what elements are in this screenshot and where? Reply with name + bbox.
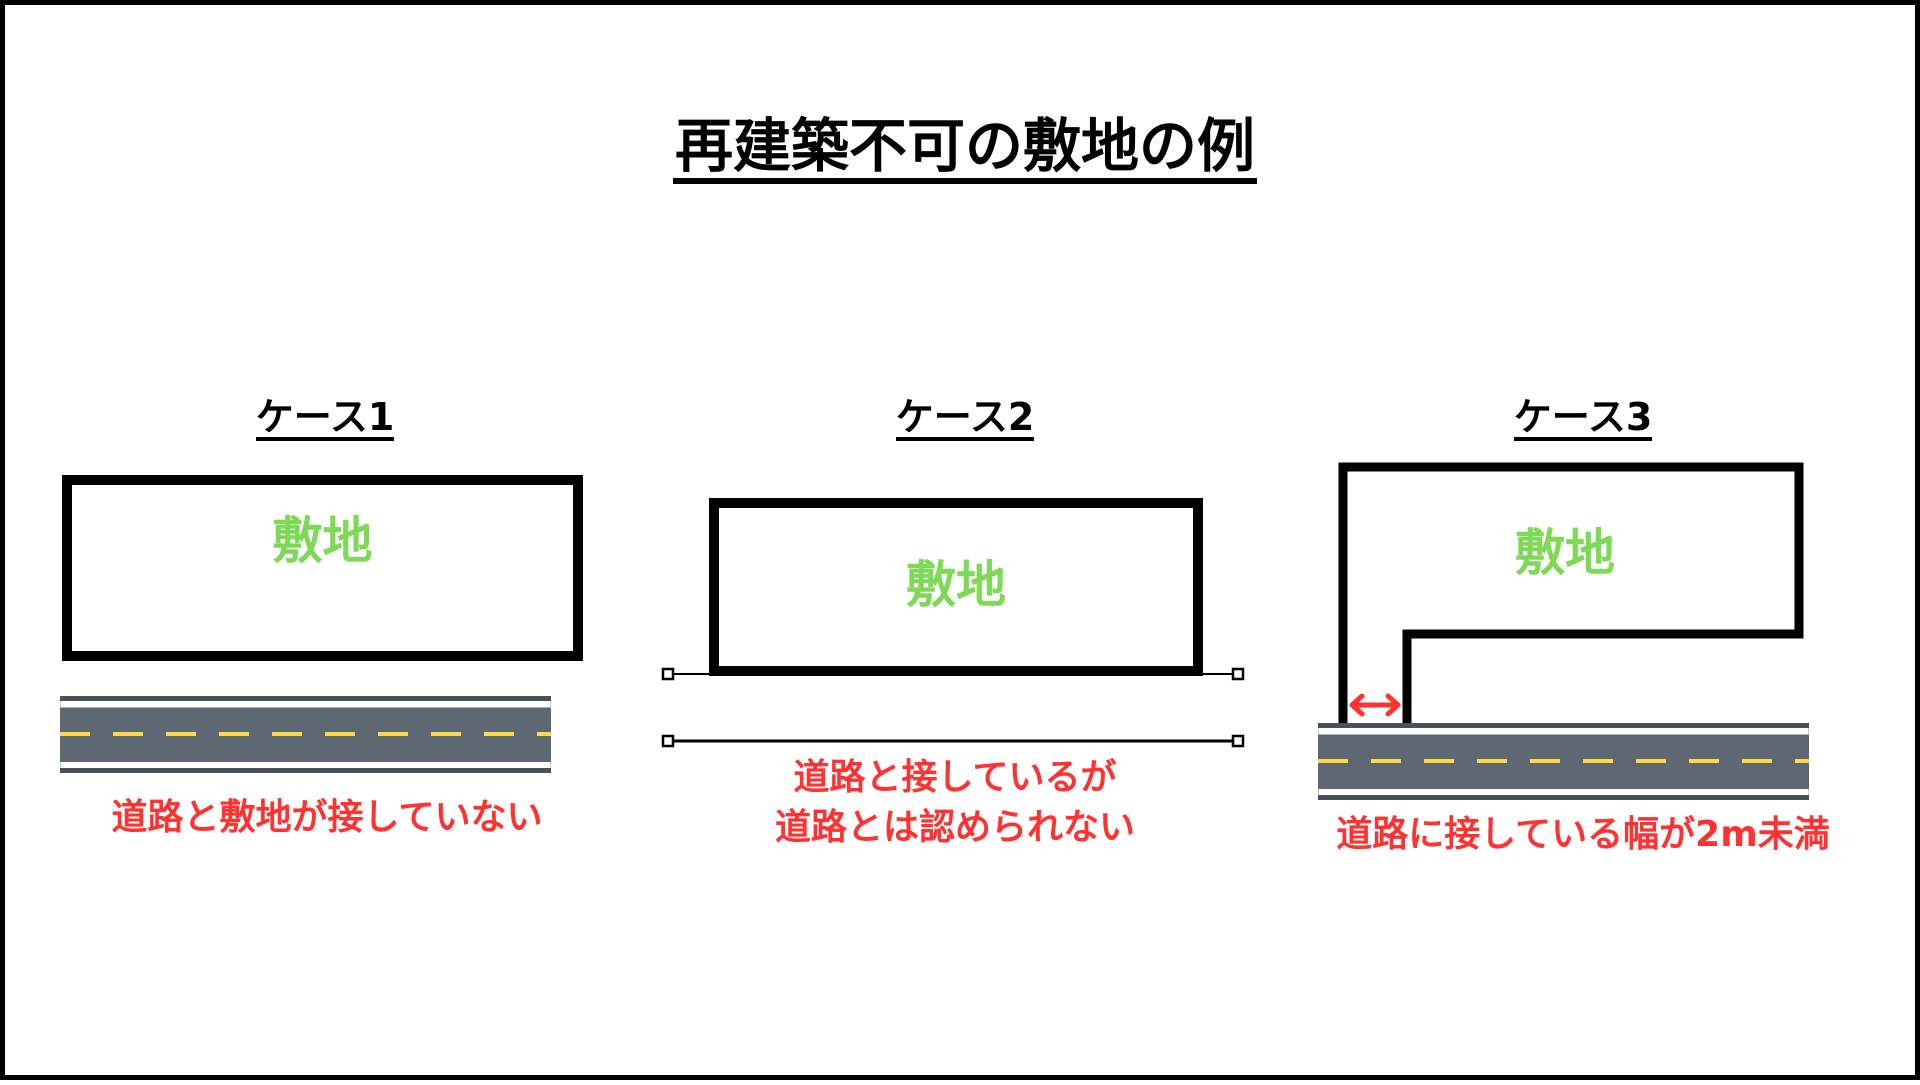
case-2-heading-text: ケース2 [895,395,1035,441]
line-endpoint-handle [1231,667,1245,681]
frontage-width-arrow-icon [1349,693,1401,717]
line-endpoint-handle [1231,734,1245,748]
road-centerline [60,732,551,736]
case-1-heading-text: ケース1 [255,395,395,441]
case-1-caption: 道路と敷地が接していない [62,793,592,843]
road-centerline [1318,759,1809,763]
case-3-caption-line-1: 道路に接している幅が2m未満 [1336,814,1830,855]
line-endpoint-handle [661,734,675,748]
road-edge-top [1318,723,1809,728]
road-shoulder-bottom [60,762,551,768]
road-edge-bottom [60,768,551,773]
case-3-heading-text: ケース3 [1513,395,1653,441]
case-1-caption-line-1: 道路と敷地が接していない [111,797,543,838]
line-endpoint-handle [661,667,675,681]
case-3-heading: ケース3 [1423,395,1743,441]
case-2-site-label: 敷地 [906,556,1006,614]
case-3-site-label: 敷地 [1515,524,1615,582]
case-2-caption-line-2: 道路とは認められない [774,807,1135,848]
case-2-heading: ケース2 [805,395,1125,441]
case-2-caption-line-1: 道路と接しているが [793,757,1117,798]
case-1-site-box [62,475,583,661]
road-shoulder-top [1318,728,1809,734]
case-1-site-label: 敷地 [272,512,373,570]
case-2-site-box [709,498,1203,676]
flag-lot-shape [1338,462,1804,723]
road-shoulder-bottom [1318,789,1809,795]
case-3-flag-lot-outline [1338,462,1804,723]
case-1-road [60,696,551,774]
road-edge-bottom [1318,795,1809,800]
road-shoulder-top [60,701,551,707]
case-3-caption: 道路に接している幅が2m未満 [1305,810,1861,860]
page-title: 再建築不可の敷地の例 [5,111,1920,184]
case-2-caption: 道路と接しているが 道路とは認められない [705,753,1205,853]
case-1-heading: ケース1 [165,395,485,441]
road-edge-top [60,696,551,701]
page-title-text: 再建築不可の敷地の例 [672,114,1257,184]
case-3-road [1318,723,1809,801]
